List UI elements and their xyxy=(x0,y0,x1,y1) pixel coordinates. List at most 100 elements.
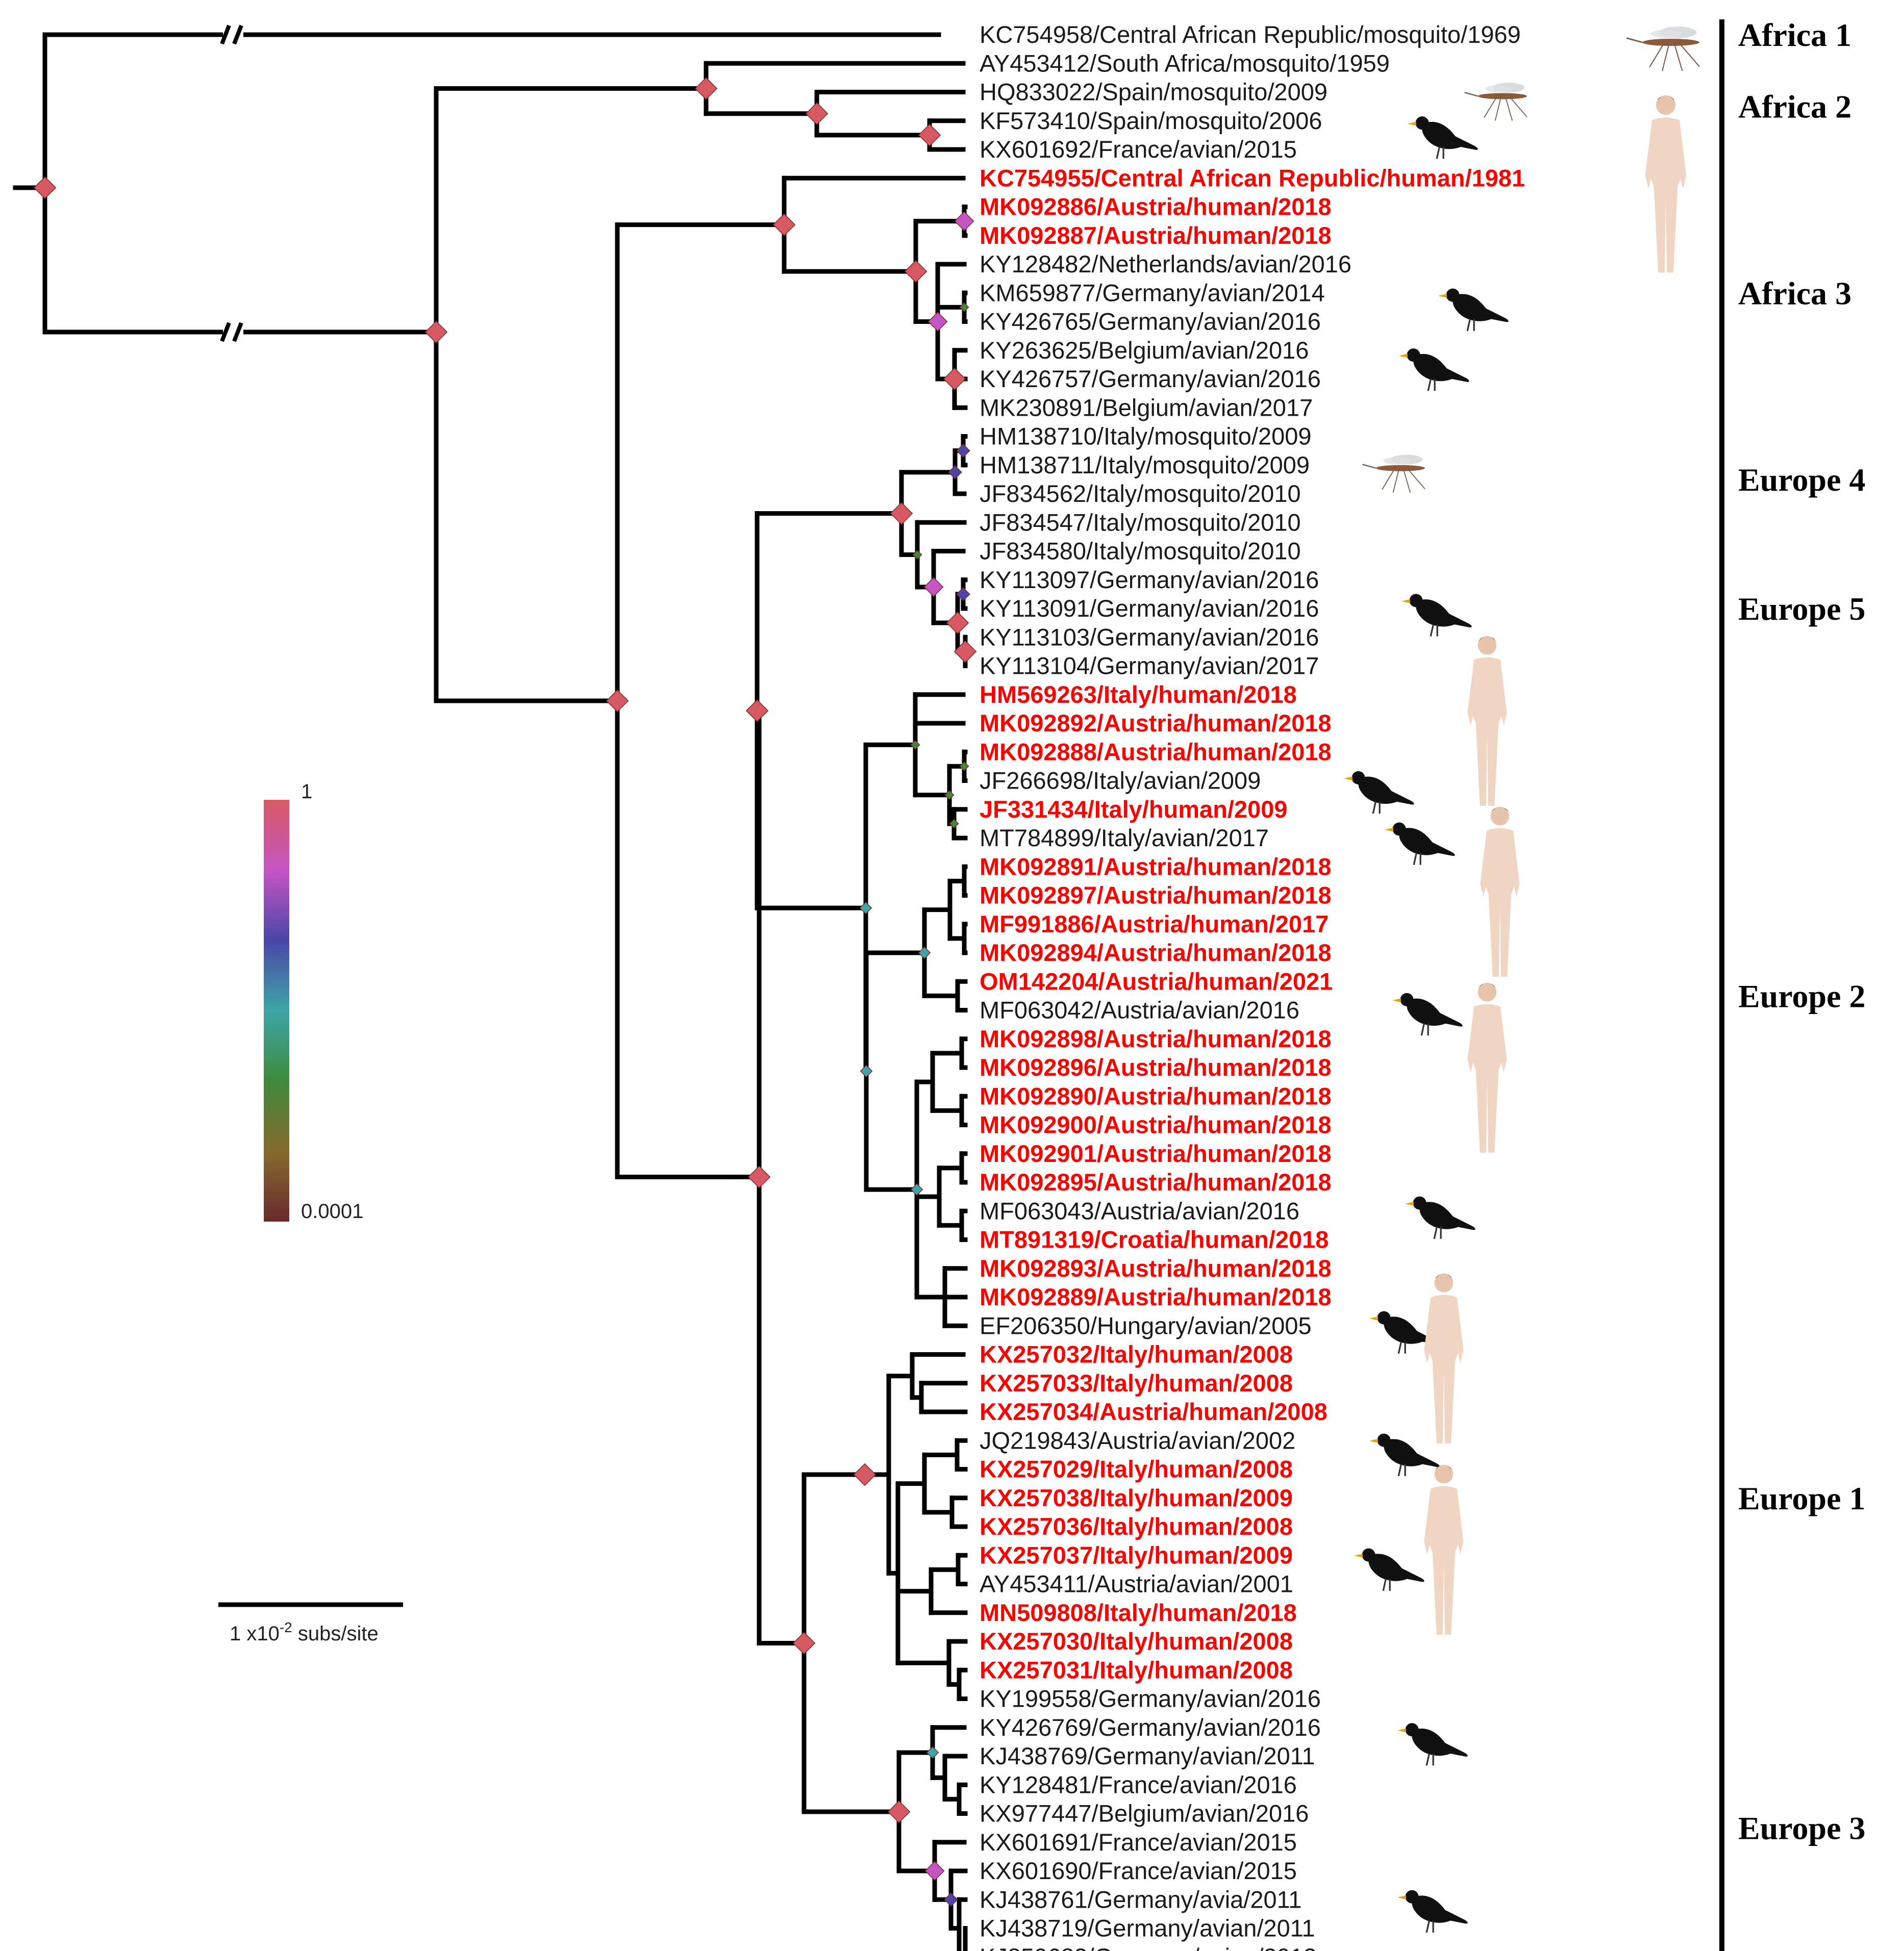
tip-label: KM659877/Germany/avian/2014 xyxy=(980,279,1325,306)
node-support-marker xyxy=(954,211,974,232)
branch-break-mark xyxy=(220,322,231,342)
node-support-marker xyxy=(747,1165,771,1188)
clade-label: Africa 1 xyxy=(1738,17,1851,53)
tip-label: KX257029/Italy/human/2008 xyxy=(980,1456,1293,1483)
tip-label: KJ859683/Germany/avian/2013 xyxy=(980,1943,1317,1951)
tip-label: MT784899/Italy/avian/2017 xyxy=(980,824,1269,851)
tip-label: KY426765/Germany/avian/2016 xyxy=(980,308,1321,335)
tip-label: KX601691/France/avian/2015 xyxy=(980,1829,1297,1856)
tip-label: KX601692/France/avian/2015 xyxy=(980,136,1297,163)
tip-label: MK092898/Austria/human/2018 xyxy=(980,1025,1332,1052)
node-support-marker xyxy=(910,1183,923,1196)
tip-label: MT891319/Croatia/human/2018 xyxy=(980,1226,1329,1253)
tip-label: JF266698/Italy/avian/2009 xyxy=(980,767,1261,794)
tip-label: KX257036/Italy/human/2008 xyxy=(980,1513,1293,1540)
clade-label: Africa 2 xyxy=(1738,89,1851,125)
blackbird-icon xyxy=(1405,1196,1475,1239)
node-support-marker xyxy=(928,312,948,332)
tip-label: MN509808/Italy/human/2018 xyxy=(980,1599,1297,1626)
node-support-marker xyxy=(910,740,920,750)
tip-label: MK092894/Austria/human/2018 xyxy=(980,939,1332,966)
tip-label: MF063043/Austria/avian/2016 xyxy=(980,1197,1299,1224)
tip-label: MK230891/Belgium/avian/2017 xyxy=(980,394,1313,421)
clade-label: Europe 5 xyxy=(1738,591,1866,627)
human-figure-icon xyxy=(1645,95,1687,273)
node-support-marker xyxy=(772,213,796,236)
host-icons xyxy=(1344,27,1700,1933)
tip-label: KJ438761/Germany/avia/2011 xyxy=(980,1886,1301,1913)
blackbird-icon xyxy=(1397,1890,1468,1933)
node-support-marker xyxy=(959,302,969,312)
node-support-marker xyxy=(890,502,913,525)
tip-label: HM569263/Italy/human/2018 xyxy=(980,681,1297,708)
tip-label: AY453411/Austria/avian/2001 xyxy=(980,1570,1293,1598)
blackbird-icon xyxy=(1397,1723,1468,1766)
tip-label: MK092890/Austria/human/2018 xyxy=(980,1082,1332,1109)
tip-label: MK092896/Austria/human/2018 xyxy=(980,1054,1332,1081)
node-support-marker xyxy=(948,465,962,479)
tip-label: HM138710/Italy/mosquito/2009 xyxy=(980,423,1312,450)
tip-label: KX257031/Italy/human/2008 xyxy=(980,1656,1293,1683)
blackbird-icon xyxy=(1354,1548,1424,1591)
tip-label: KY426769/Germany/avian/2016 xyxy=(980,1714,1321,1741)
tip-label: KY113097/Germany/avian/2016 xyxy=(980,566,1319,593)
tip-label: KY199558/Germany/avian/2016 xyxy=(980,1685,1321,1712)
support-color-legend: 1 0.0001 xyxy=(264,780,363,1223)
tip-label: MK092889/Austria/human/2018 xyxy=(980,1283,1332,1310)
tip-label: MK092900/Austria/human/2018 xyxy=(980,1111,1332,1138)
tip-label: KY426757/Germany/avian/2016 xyxy=(980,365,1321,392)
human-figure-icon xyxy=(1467,636,1507,806)
tip-label: JQ219843/Austria/avian/2002 xyxy=(980,1427,1295,1454)
blackbird-icon xyxy=(1399,348,1469,391)
branch-break-mark xyxy=(220,24,231,45)
node-support-marker xyxy=(918,123,941,147)
blackbird-icon xyxy=(1392,993,1463,1036)
node-support-marker xyxy=(859,901,872,915)
human-figure-icon xyxy=(1424,1274,1464,1443)
node-support-marker xyxy=(805,102,829,125)
node-support-marker xyxy=(956,587,970,601)
tip-label: KC754958/Central African Republic/mosqui… xyxy=(980,21,1521,48)
tip-label: MK092892/Austria/human/2018 xyxy=(980,710,1332,737)
node-support-marker xyxy=(924,1861,945,1881)
tip-label: KY128481/France/avian/2016 xyxy=(980,1771,1297,1798)
tip-label: JF834547/Italy/mosquito/2010 xyxy=(980,509,1301,536)
node-support-marker xyxy=(946,611,969,635)
mosquito-icon xyxy=(1362,454,1425,493)
tip-label: HQ833022/Spain/mosquito/2009 xyxy=(980,79,1327,106)
tip-label: MK092897/Austria/human/2018 xyxy=(980,882,1332,909)
tip-label: KX257030/Italy/human/2008 xyxy=(980,1628,1293,1655)
node-support-marker xyxy=(943,367,966,391)
node-support-marker xyxy=(853,1463,876,1486)
tip-label: KF573410/Spain/mosquito/2006 xyxy=(980,107,1322,134)
node-support-marker xyxy=(424,320,448,344)
legend-max-label: 1 xyxy=(301,780,312,803)
node-support-marker xyxy=(33,176,57,199)
tip-label: KJ438769/Germany/avian/2011 xyxy=(980,1742,1315,1769)
node-support-marker xyxy=(926,1746,939,1759)
legend-min-label: 0.0001 xyxy=(301,1200,363,1223)
node-support-marker xyxy=(860,1065,873,1078)
node-support-marker xyxy=(923,577,944,597)
clade-label: Africa 3 xyxy=(1738,275,1851,311)
tip-label: MK092886/Austria/human/2018 xyxy=(980,193,1332,220)
node-support-marker xyxy=(956,443,970,458)
node-support-marker xyxy=(949,819,959,829)
tip-label: JF834562/Italy/mosquito/2010 xyxy=(980,480,1301,507)
node-support-marker xyxy=(887,1800,911,1823)
node-support-marker xyxy=(918,946,931,959)
tip-label: KY113104/Germany/avian/2017 xyxy=(980,652,1319,679)
node-support-marker xyxy=(694,77,718,100)
clade-label: Europe 1 xyxy=(1738,1480,1866,1516)
branch-break-mark xyxy=(232,322,243,342)
blackbird-icon xyxy=(1438,288,1509,332)
tip-label: JF834580/Italy/mosquito/2010 xyxy=(980,538,1301,565)
tip-label: MK092895/Austria/human/2018 xyxy=(980,1169,1332,1196)
clade-label: Europe 2 xyxy=(1738,978,1866,1014)
legend-color-bar xyxy=(264,800,289,1222)
tip-label: KX977447/Belgium/avian/2016 xyxy=(980,1800,1309,1827)
node-support-marker xyxy=(606,689,629,713)
